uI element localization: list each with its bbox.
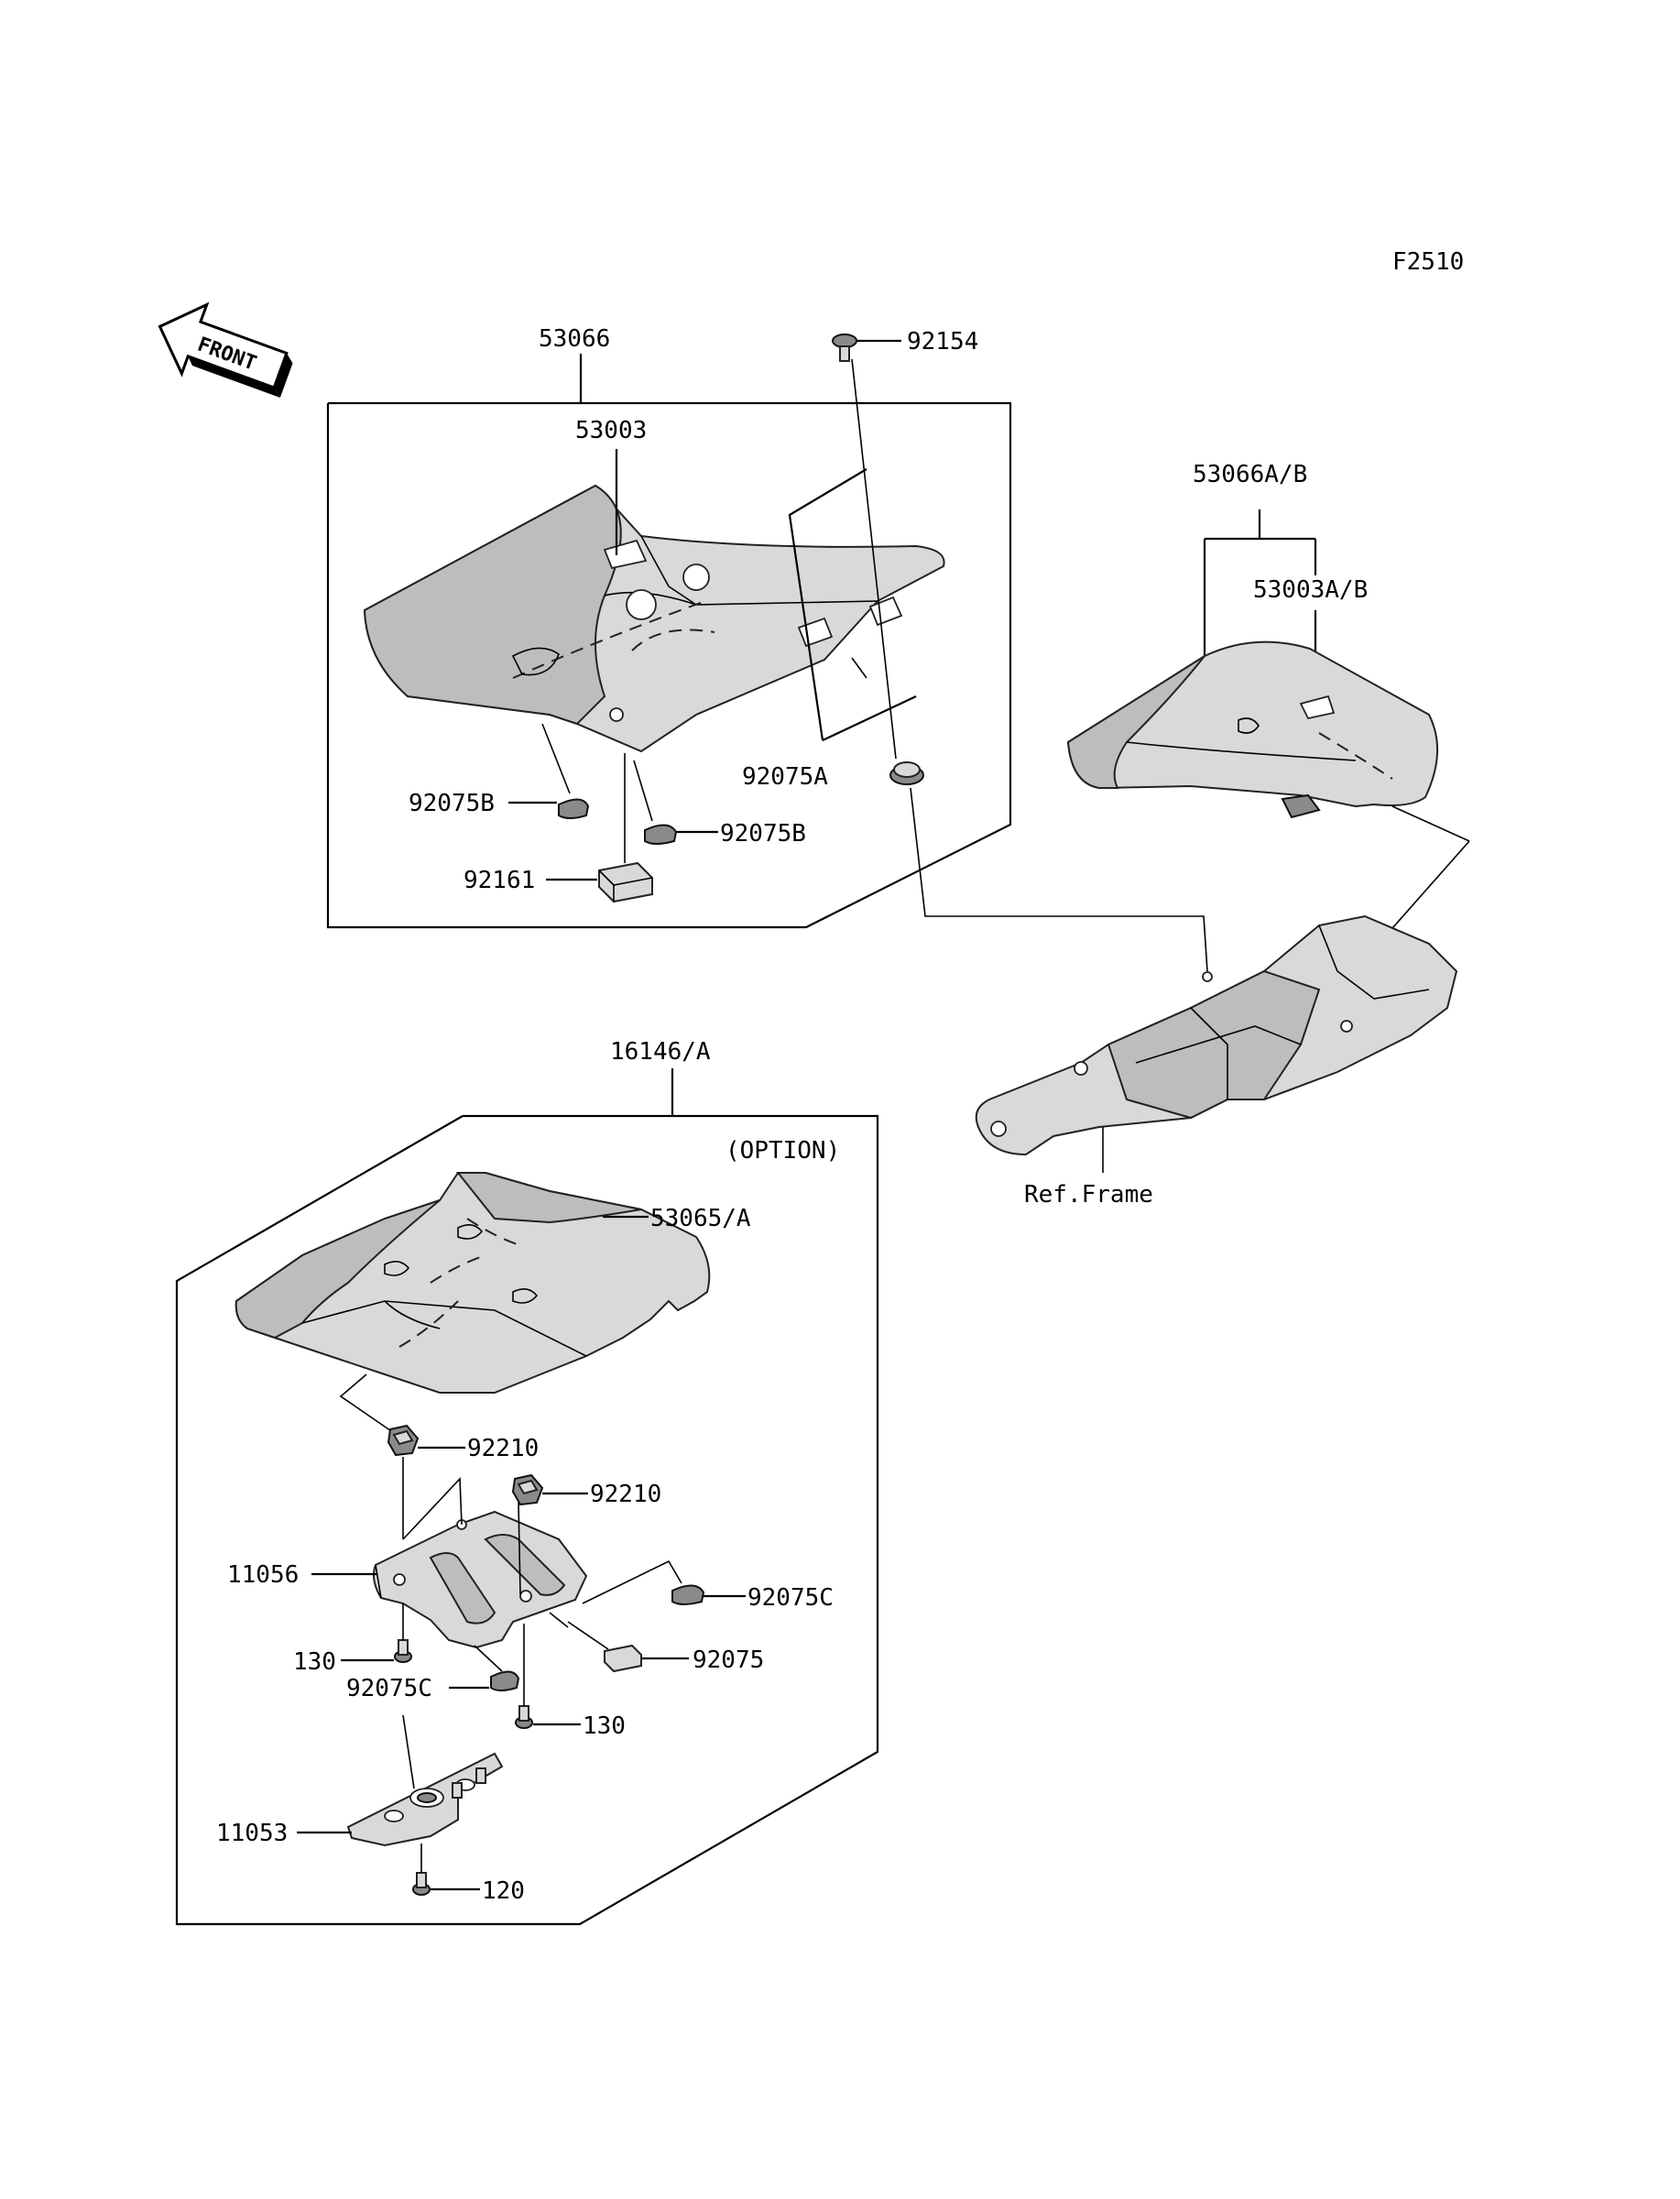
reference-frame <box>975 914 1458 1156</box>
label-11056: 11056 <box>227 1561 299 1589</box>
label-92210-b: 92210 <box>590 1481 661 1508</box>
bolt-130-left <box>394 1639 412 1663</box>
label-92075B-right: 92075B <box>720 820 806 848</box>
label-120: 120 <box>482 1877 525 1905</box>
pad-92075 <box>604 1644 642 1673</box>
label-53066: 53066 <box>539 325 610 353</box>
label-92075C-right: 92075C <box>747 1584 834 1612</box>
front-arrow-icon: FRONT <box>158 301 293 398</box>
base-plate-11056 <box>373 1510 588 1649</box>
label-130-right: 130 <box>583 1712 626 1740</box>
damper-92075C-left <box>490 1670 520 1691</box>
label-92075A: 92075A <box>742 763 828 791</box>
rear-seat-53003AB <box>1066 640 1438 819</box>
figure-code: F2510 <box>1392 248 1464 276</box>
damper-92075B-left <box>558 798 590 819</box>
damper-92075C-right <box>671 1584 705 1605</box>
label-92075B-left: 92075B <box>409 790 495 817</box>
kit-box-16146A <box>175 1114 879 1926</box>
label-53003: 53003 <box>575 417 647 444</box>
bolt-92154 <box>832 334 857 362</box>
pad-92161 <box>598 861 653 903</box>
label-92154: 92154 <box>907 328 978 356</box>
damper-92075B-right <box>644 824 678 845</box>
seat-kit-53066: 53066 53003 92154 <box>326 325 1012 929</box>
label-option: (OPTION) <box>725 1137 840 1165</box>
bolt-120 <box>412 1872 431 1896</box>
seat-cowl-53065A <box>235 1172 711 1394</box>
label-53065A: 53065/A <box>650 1205 751 1232</box>
label-16146A: 16146/A <box>610 1038 711 1066</box>
bolt-130-right <box>515 1705 533 1729</box>
option-kit-16146A: 16146/A (OPTION) 53065/A 92210 <box>175 1038 879 1926</box>
label-130-left: 130 <box>293 1648 336 1676</box>
grommet-92075A <box>889 761 924 785</box>
front-seat-53003 <box>363 484 945 753</box>
label-92075: 92075 <box>693 1647 764 1674</box>
clip-92210-b <box>511 1473 544 1506</box>
label-92210-a: 92210 <box>467 1435 539 1462</box>
label-53066AB: 53066A/B <box>1193 461 1307 488</box>
kit-box-53066 <box>326 401 1012 929</box>
label-92161: 92161 <box>464 867 535 894</box>
bracket-11053 <box>346 1752 504 1847</box>
label-11053: 11053 <box>216 1820 288 1847</box>
rear-seat-53066AB: 53066A/B 53003A/B <box>1066 461 1470 968</box>
clip-92210-a <box>387 1424 420 1457</box>
label-92075C-left: 92075C <box>346 1675 432 1702</box>
leader-92075A-frame <box>910 787 1208 972</box>
label-ref-frame: Ref.Frame <box>1024 1181 1153 1209</box>
label-53003AB: 53003A/B <box>1253 576 1368 604</box>
